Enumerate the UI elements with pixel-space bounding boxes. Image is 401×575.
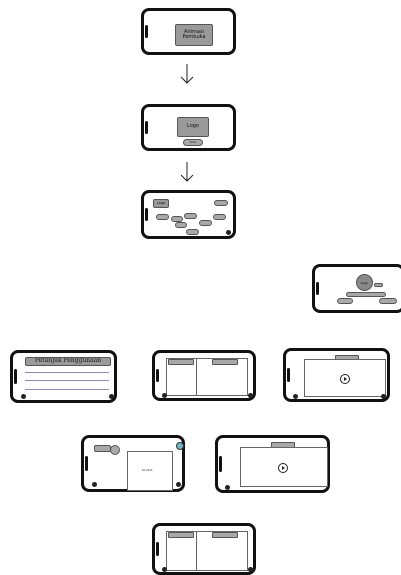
phone-notch <box>145 208 148 221</box>
menu-item[interactable] <box>186 229 199 235</box>
menu-item[interactable] <box>199 220 212 226</box>
phone-logo: Logo Mulai <box>141 104 236 151</box>
mixed-back-button[interactable] <box>92 482 97 487</box>
popup-right-button[interactable] <box>379 298 397 304</box>
split-left-tab[interactable] <box>168 532 194 538</box>
mixed-info-icon[interactable] <box>176 442 184 450</box>
phone-mixed: Rd Allah <box>81 435 185 492</box>
popup-left-button[interactable] <box>337 298 353 304</box>
popup-line <box>374 283 383 287</box>
phone-notch <box>156 542 159 556</box>
split-back-button[interactable] <box>162 567 167 572</box>
mixed-header-pill[interactable] <box>94 445 111 452</box>
splash-animation-box: Animasi Pembuka <box>175 24 213 46</box>
split-back-button[interactable] <box>162 393 167 398</box>
flow-arrow-2 <box>180 162 194 182</box>
phone-video-b <box>215 435 330 493</box>
phone-notch <box>14 369 17 384</box>
video-back-button[interactable] <box>293 394 298 399</box>
split-home-button[interactable] <box>248 393 253 398</box>
phone-popup: Logo <box>312 264 401 313</box>
mixed-content-panel <box>127 451 173 491</box>
phone-menu: Logo <box>141 190 236 239</box>
phone-notch <box>85 455 88 472</box>
popup-text-bar <box>346 292 386 297</box>
phone-splash: Animasi Pembuka <box>141 8 236 55</box>
phone-video-a <box>283 348 390 402</box>
menu-home-button[interactable] <box>226 230 231 235</box>
splash-title: Animasi Pembuka <box>182 28 206 40</box>
phone-notch <box>145 25 148 38</box>
phone-notch <box>219 456 222 472</box>
menu-item[interactable] <box>214 200 228 206</box>
menu-item[interactable] <box>156 214 169 220</box>
guide-title-bar: Petunjuk Penggunaan <box>25 357 111 366</box>
mixed-content-text: Rd Allah <box>142 469 153 472</box>
guide-home-button[interactable] <box>109 394 114 399</box>
phone-split-a <box>152 350 256 401</box>
flow-arrow-1 <box>180 64 194 84</box>
logo-box: Logo <box>177 117 209 137</box>
guide-line <box>25 372 109 373</box>
video-back-button[interactable] <box>225 485 230 490</box>
play-icon[interactable] <box>278 463 288 473</box>
menu-logo: Logo <box>153 199 169 208</box>
menu-item[interactable] <box>184 213 197 219</box>
phone-notch <box>156 368 159 383</box>
phone-notch <box>287 367 290 383</box>
start-button[interactable]: Mulai <box>183 139 203 146</box>
play-icon[interactable] <box>340 374 350 384</box>
split-left-tab[interactable] <box>168 359 194 365</box>
phone-notch <box>145 121 148 134</box>
phone-guide: Petunjuk Penggunaan <box>10 350 117 403</box>
menu-item[interactable] <box>171 216 183 222</box>
mixed-home-button[interactable] <box>176 482 181 487</box>
split-right-tab[interactable] <box>212 359 238 365</box>
video-home-button[interactable] <box>381 394 386 399</box>
popup-logo-label: Logo <box>360 280 369 285</box>
guide-line <box>25 389 109 390</box>
start-button-label: Mulai <box>189 141 197 144</box>
phone-split-b <box>152 523 256 575</box>
split-right-tab[interactable] <box>212 532 238 538</box>
guide-back-button[interactable] <box>21 394 26 399</box>
guide-title: Petunjuk Penggunaan <box>34 357 102 365</box>
logo-label: Logo <box>187 123 199 130</box>
menu-item[interactable] <box>213 214 226 220</box>
mixed-circle <box>110 445 120 455</box>
popup-logo-circle: Logo <box>356 274 373 291</box>
menu-logo-label: Logo <box>156 200 166 205</box>
split-home-button[interactable] <box>248 567 253 572</box>
phone-notch <box>316 282 319 295</box>
guide-line <box>25 380 109 381</box>
split-right-panel <box>196 531 248 571</box>
menu-item[interactable] <box>175 222 187 228</box>
